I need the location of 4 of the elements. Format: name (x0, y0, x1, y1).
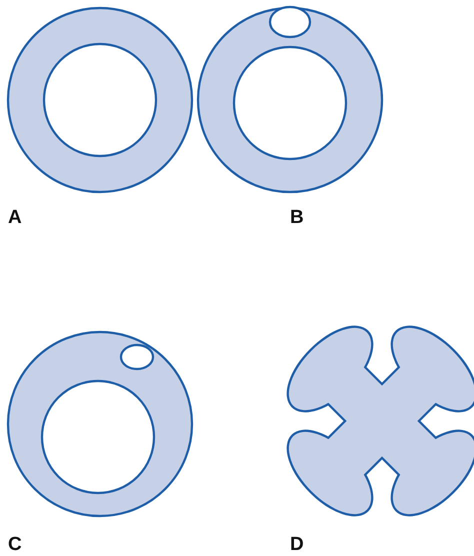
panel-letter: D (290, 535, 304, 554)
panel-letter: B (290, 208, 304, 227)
panel-letter: A (8, 208, 22, 227)
panel-letter: C (8, 535, 22, 554)
